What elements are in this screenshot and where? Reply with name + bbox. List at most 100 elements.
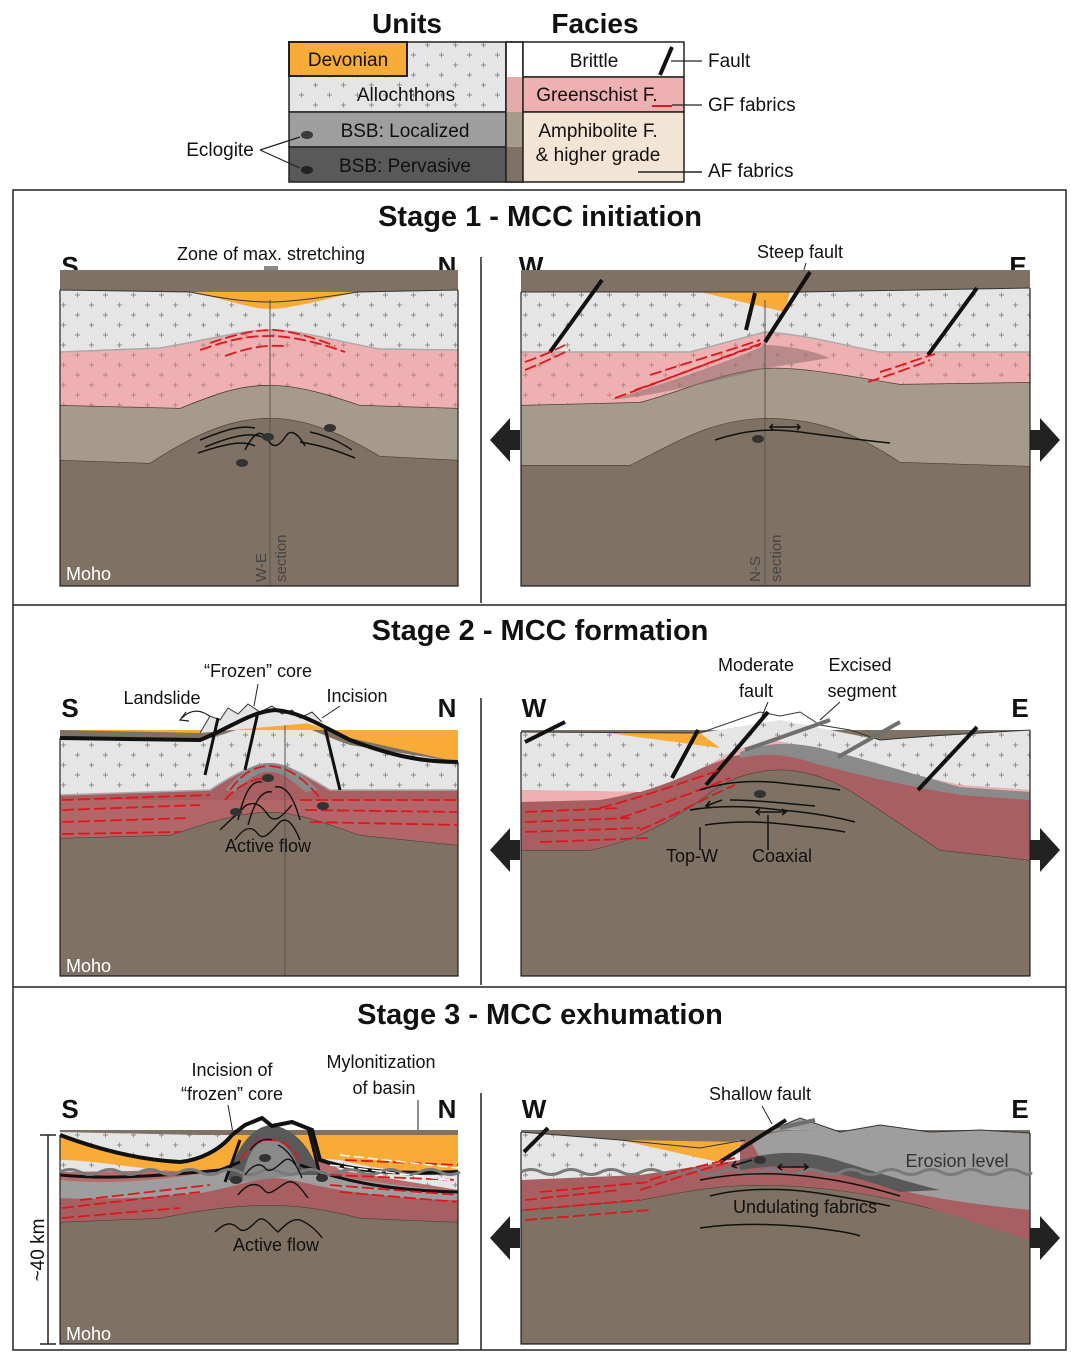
top-w-label: Top-W [666, 846, 718, 866]
legend-facies-title: Facies [551, 8, 638, 39]
af-fabrics [197, 426, 356, 459]
gf-fabrics-label: GF fabrics [708, 95, 796, 116]
section-label-1: N-S [747, 556, 764, 582]
eclogite-symbol [752, 435, 764, 443]
eclogite-symbol [262, 433, 274, 441]
fault-symbol [658, 46, 674, 76]
fault-lines [203, 711, 342, 791]
excised-segment-label-2: segment [827, 681, 896, 701]
stage3-title: Stage 3 - MCC exhumation [357, 999, 723, 1031]
excised-fault-segments [744, 718, 901, 759]
stage1-title: Stage 1 - MCC initiation [378, 201, 702, 233]
gf-fabrics [524, 769, 736, 843]
eclogite-symbol [259, 1154, 271, 1162]
active-flow-label: Active flow [225, 836, 312, 856]
direction-n: N [438, 1094, 457, 1124]
eclogite-symbol [262, 774, 274, 782]
moho-label: Moho [66, 956, 111, 976]
extension-arrow-west-icon [490, 418, 520, 462]
gf-fabrics [524, 1157, 736, 1221]
fault-lines [223, 1127, 322, 1183]
direction-n: N [438, 693, 457, 723]
af-fabrics [689, 780, 856, 850]
direction-s: S [61, 693, 78, 723]
direction-e: E [1011, 1094, 1028, 1124]
af-fabrics [214, 1138, 323, 1239]
fault-label: Fault [708, 51, 751, 72]
section-label-2: section [768, 534, 785, 582]
stage3-right-section: W E Shallow fault [520, 1084, 1033, 1345]
brittle-label: Brittle [570, 51, 619, 72]
eclogite-symbol [317, 802, 329, 810]
eclogite-symbol [754, 790, 766, 798]
stage-frames [12, 189, 1067, 1351]
undulating-fabrics-label: Undulating fabrics [733, 1197, 877, 1217]
stage2: Stage 2 - MCC formation S N “Frozen” cor… [59, 615, 1060, 977]
bsb-pervasive-label: BSB: Pervasive [339, 156, 471, 177]
amphibolite-label-1: Amphibolite F. [538, 121, 657, 142]
legend-units-title: Units [372, 8, 442, 39]
extension-arrow-east-icon [1030, 828, 1060, 872]
eclogite-symbol [316, 1174, 328, 1182]
stage3-left-section: S N Incision of “frozen” core Mylonitiza… [28, 1052, 461, 1345]
gf-fabrics [61, 1139, 459, 1219]
stage1-left-section: S N Zone of max. stretching [59, 244, 459, 587]
stage2-left-section: S N “Frozen” core Landslide Incision [59, 661, 459, 977]
direction-w: W [522, 1094, 547, 1124]
eclogite-symbol [230, 808, 242, 816]
incision-label-1: Incision of [191, 1060, 273, 1080]
af-fabrics [714, 423, 891, 444]
fault-lines [524, 710, 979, 792]
mylonitization-label-1: Mylonitization [326, 1052, 435, 1072]
eclogite-symbol [324, 424, 336, 432]
direction-e: E [1011, 693, 1028, 723]
direction-w: W [522, 693, 547, 723]
erosion-level-label: Erosion level [905, 1151, 1008, 1171]
section-label-2: section [273, 534, 290, 582]
stage2-title: Stage 2 - MCC formation [372, 615, 709, 647]
stage1-right-section: W E Steep fault [519, 242, 1031, 587]
extension-arrow-east-icon [1030, 1216, 1060, 1260]
gf-fabrics [524, 339, 936, 399]
gf-fabrics [61, 765, 459, 835]
erosion-level-line [520, 1168, 1033, 1176]
moderate-fault-label-1: Moderate [718, 655, 794, 675]
incision-label-2: “frozen” core [181, 1084, 283, 1104]
gf-fabrics [199, 329, 346, 357]
fault-lines [522, 1118, 816, 1164]
landslide-label: Landslide [123, 688, 200, 708]
eclogite-symbol [236, 459, 248, 467]
eclogite-label: Eclogite [186, 140, 254, 161]
eclogite-symbol [754, 1156, 766, 1164]
eclogite-symbol [301, 131, 313, 139]
stage3: Stage 3 - MCC exhumation S N Incision of… [28, 999, 1060, 1345]
eclogite-symbol [301, 166, 313, 174]
zone-max-stretching-label: Zone of max. stretching [177, 244, 365, 264]
direction-s: S [61, 1094, 78, 1124]
af-fabrics [699, 1159, 901, 1237]
fault-lines [548, 270, 979, 357]
extension-arrow-east-icon [1030, 418, 1060, 462]
coaxial-label: Coaxial [752, 846, 812, 866]
brittle-swatch [522, 41, 685, 78]
shallow-fault-label: Shallow fault [709, 1084, 811, 1104]
erosion-level-line [59, 1168, 461, 1176]
section-label-1: W-E [253, 553, 270, 582]
mylonitization-label-2: of basin [352, 1078, 415, 1098]
allochthons-label: Allochthons [357, 85, 455, 106]
amphibolite-label-2: & higher grade [536, 145, 661, 166]
extension-arrow-west-icon [490, 1216, 520, 1260]
stage2-right-section: W E Moderate fault Excised segment [520, 655, 1031, 977]
moho-label: Moho [66, 564, 111, 584]
depth-scale-label: ~40 km [28, 1219, 49, 1282]
moderate-fault-label-2: fault [739, 681, 773, 701]
depth-scale-bar [40, 1134, 56, 1345]
frozen-core-label: “Frozen” core [204, 661, 312, 681]
extension-arrow-west-icon [490, 828, 520, 872]
incision-label: Incision [326, 686, 387, 706]
af-fabrics-label: AF fabrics [708, 161, 794, 182]
bsb-localized-label: BSB: Localized [341, 121, 470, 142]
steep-fault-label: Steep fault [757, 242, 843, 262]
excised-segment-label-1: Excised [828, 655, 891, 675]
